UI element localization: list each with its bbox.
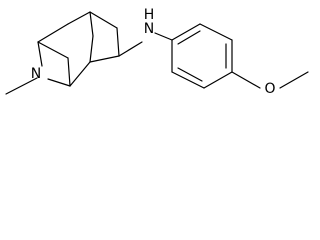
bond-ar-4 [203, 71, 233, 89]
amine-n-glyph: N [144, 21, 154, 37]
benzene-ring [171, 23, 233, 89]
bond-ring-top-left [37, 23, 69, 43]
bond-bridge-lower [89, 35, 94, 63]
bond-ring-inner [37, 41, 69, 59]
bond-ar-1 [171, 23, 201, 41]
bond-c3-up [89, 11, 118, 29]
bond-c1-to-n8 [37, 41, 43, 67]
bond-o-methyl [279, 71, 309, 89]
bond-ring-lower-right [89, 55, 120, 63]
bond-c3-to-nh [118, 41, 143, 57]
aromatic-inner-1 [177, 30, 201, 45]
bridge-nitrogen-label: N [31, 66, 41, 82]
methoxy-oxygen-label: O [264, 81, 275, 97]
bond-c3-down [116, 27, 120, 57]
bond-ring-to-o [231, 71, 261, 89]
amine-nitrogen-label: NH [144, 7, 155, 37]
bond-ar-5 [171, 71, 205, 89]
aromatic-inner-3 [177, 67, 203, 82]
chemical-structure-diagram: N NH O [5, 7, 309, 97]
bond-nh-to-ring [154, 32, 173, 41]
amine-h-glyph: H [144, 7, 155, 23]
tropane-core [37, 11, 120, 87]
bond-bridge-upper [89, 11, 94, 37]
bond-n8-to-c5 [47, 78, 71, 87]
bond-ring-top-right [67, 11, 91, 25]
bond-ring-inner-2 [67, 57, 71, 87]
bond-ar-2 [199, 23, 233, 41]
bond-ring-bottom [69, 61, 91, 87]
bond-n-methyl [5, 77, 38, 95]
